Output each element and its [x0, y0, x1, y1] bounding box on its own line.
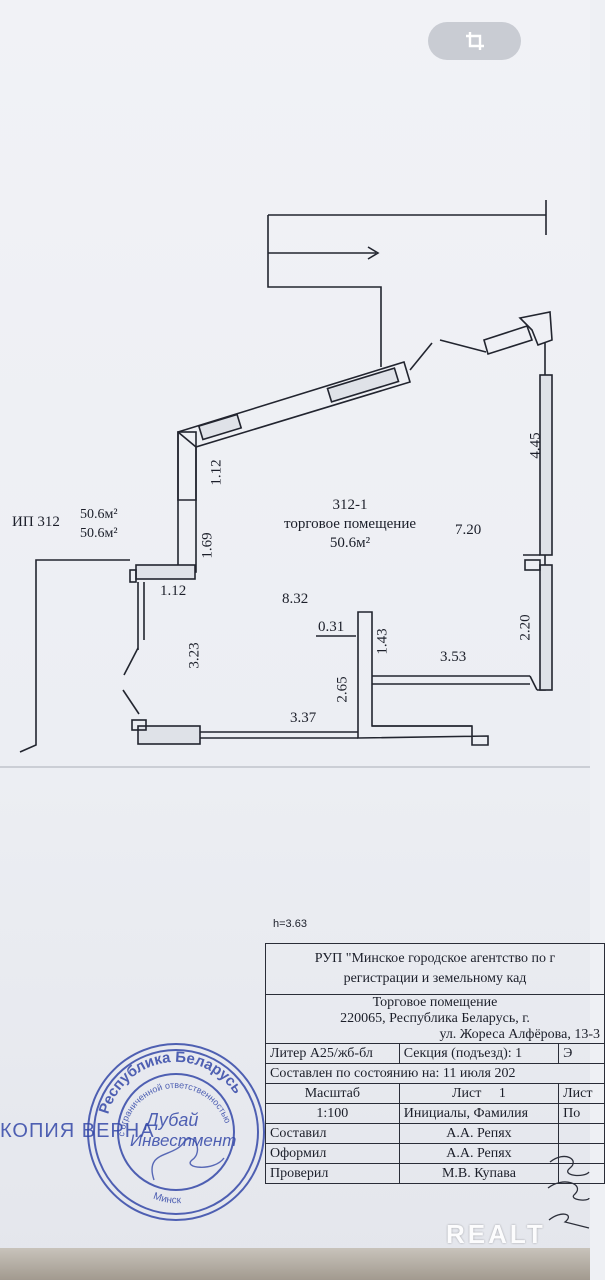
- dim-3-23: 3.23: [186, 642, 203, 669]
- dim-1-12-left: 1.12: [160, 583, 187, 599]
- dim-8-32: 8.32: [282, 591, 309, 607]
- neighbor-area-1: 50.6м²: [80, 507, 118, 522]
- room-name: торговое помещение: [283, 516, 417, 532]
- dim-3-53: 3.53: [440, 649, 467, 665]
- company-seal: Республика Беларусь с ограниченной ответ…: [87, 1043, 265, 1221]
- org-line-2: регистрации и земельному кад: [343, 971, 527, 986]
- name-checked: М.В. Купава: [398, 1163, 560, 1184]
- name-composed: А.А. Репях: [398, 1123, 560, 1144]
- room-label: 312-1 торговое помещение 50.6м²: [250, 496, 450, 553]
- svg-text:Инвестмент: Инвестмент: [130, 1131, 236, 1150]
- address-line-1: 220065, Республика Беларусь, г.: [340, 1011, 530, 1026]
- org-line-1: РУП "Минское городское агентство по г: [314, 951, 556, 966]
- crop-icon: [465, 32, 484, 50]
- signature-1: [558, 1123, 605, 1144]
- dim-3-37: 3.37: [290, 710, 317, 726]
- object-name: Торговое помещение: [372, 995, 498, 1010]
- role-checked: Проверил: [265, 1163, 400, 1184]
- dim-2-20: 2.20: [517, 614, 534, 641]
- composed-cell: Составлен по состоянию на: 11 июля 202: [265, 1063, 605, 1084]
- address-line-2: ул. Жореса Алфёрова, 13-3: [439, 1027, 600, 1042]
- dim-0-31: 0.31: [318, 619, 345, 635]
- floor-plan: [19, 200, 553, 753]
- title-block: РУП "Минское городское агентство по г ре…: [265, 943, 605, 1184]
- liter-cell: Литер А25/жб-бл: [265, 1043, 400, 1064]
- neighbor-label: ИП 312: [12, 514, 60, 530]
- dim-7-20: 7.20: [455, 522, 482, 538]
- dim-1-12-top: 1.12: [208, 459, 225, 486]
- role-composed: Составил: [265, 1123, 400, 1144]
- name-formatted: А.А. Репях: [398, 1143, 560, 1164]
- neighbor-area: 50.6м² 50.6м²: [80, 505, 118, 543]
- sheets-label-cell: Лист: [558, 1083, 605, 1104]
- page-fold: [0, 766, 590, 768]
- sheet-number: 1: [498, 1085, 506, 1101]
- copy-stamp: КОПИЯ ВЕРНА: [0, 1120, 155, 1142]
- object-cell: Торговое помещение 220065, Республика Бе…: [265, 994, 605, 1044]
- dim-4-45: 4.45: [527, 432, 544, 459]
- neighbor-area-2: 50.6м²: [80, 526, 118, 541]
- realt-watermark: REALT: [446, 1219, 546, 1249]
- ceiling-height: h=3.63: [273, 918, 307, 930]
- org-cell: РУП "Минское городское агентство по г ре…: [265, 943, 605, 995]
- crop-button[interactable]: [428, 22, 521, 60]
- sign-label-cell: По: [558, 1103, 605, 1124]
- svg-text:Минск: Минск: [152, 1191, 182, 1206]
- bottom-strip: [0, 1248, 590, 1280]
- room-area: 50.6м²: [329, 535, 371, 551]
- sheet-label: Лист: [452, 1085, 482, 1101]
- dim-1-43: 1.43: [374, 628, 391, 655]
- dim-1-69: 1.69: [199, 532, 216, 559]
- svg-text:Дубай: Дубай: [144, 1110, 198, 1130]
- scale-label-cell: Масштаб: [265, 1083, 400, 1104]
- scale-value-cell: 1:100: [265, 1103, 400, 1124]
- signature-scribble: [547, 1155, 590, 1229]
- initials-label-cell: Инициалы, Фамилия: [398, 1103, 560, 1124]
- sheet-cell: Лист 1: [398, 1083, 560, 1104]
- room-number: 312-1: [332, 497, 368, 513]
- dim-2-65: 2.65: [334, 676, 351, 703]
- role-formatted: Оформил: [265, 1143, 400, 1164]
- section-extra-cell: Э: [558, 1043, 605, 1064]
- section-cell: Секция (подъезд): 1: [398, 1043, 560, 1064]
